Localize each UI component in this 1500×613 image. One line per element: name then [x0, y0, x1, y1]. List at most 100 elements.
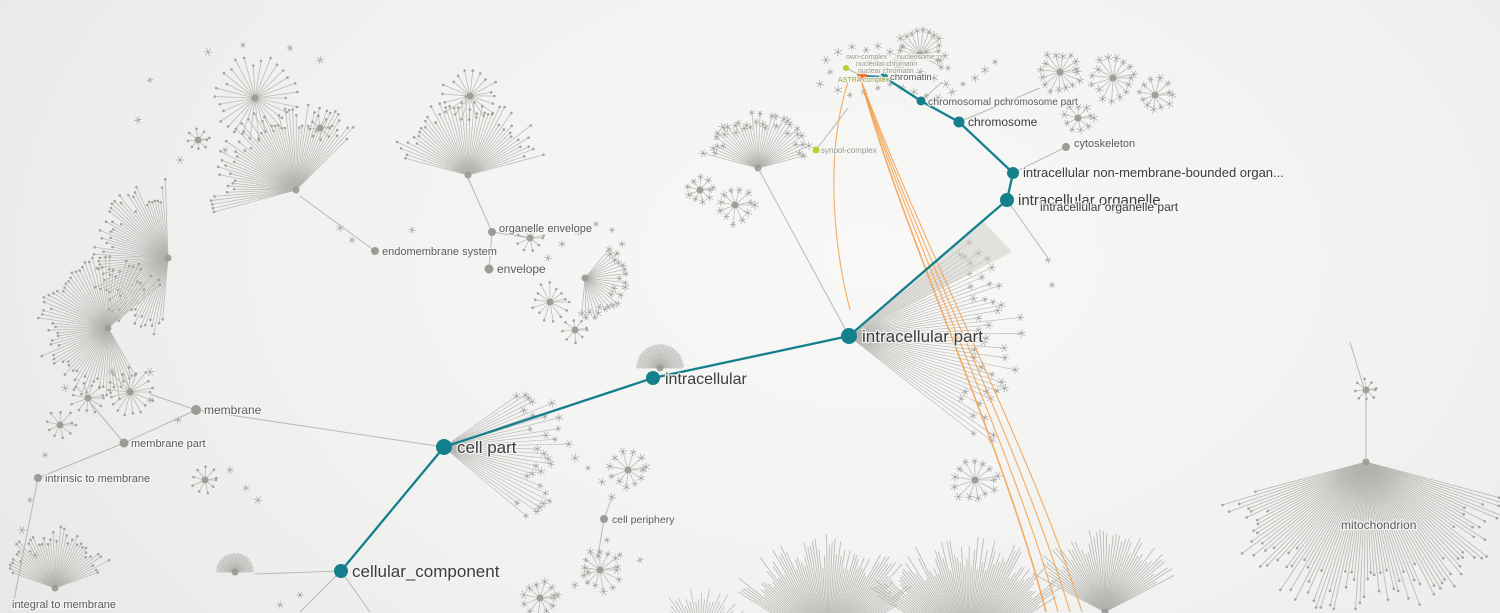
asterisk-glyph — [723, 122, 732, 132]
graph-node-organelle-envelope[interactable] — [488, 228, 496, 236]
asterisk-glyph — [203, 47, 213, 57]
graph-node-endomembrane-system[interactable] — [371, 247, 379, 255]
asterisk-glyph — [598, 477, 606, 487]
asterisk-glyph — [41, 451, 49, 459]
asterisk-glyph — [875, 84, 881, 92]
asterisk-glyph — [603, 536, 611, 544]
graph-node-intracellular[interactable] — [646, 371, 660, 385]
asterisk-glyph — [925, 28, 933, 36]
fan-hub-node[interactable] — [51, 584, 59, 592]
graph-node-envelope[interactable] — [484, 264, 494, 274]
fan-hub-node[interactable] — [231, 568, 239, 576]
asterisk-glyph — [1149, 105, 1158, 114]
asterisk-glyph — [609, 584, 617, 591]
fan-hub-node[interactable] — [104, 324, 112, 332]
fan-cluster — [636, 344, 684, 372]
fan-hub-node[interactable] — [1151, 91, 1159, 99]
fan-hub-node[interactable] — [581, 274, 589, 282]
asterisk-glyph — [253, 495, 263, 505]
asterisk-glyph — [522, 512, 529, 519]
fan-hub-node[interactable] — [194, 136, 202, 144]
asterisk-glyph — [833, 47, 843, 57]
asterisk-glyph — [637, 474, 645, 483]
asterisk-glyph — [987, 263, 997, 272]
fan-hub-node[interactable] — [292, 186, 300, 194]
fan-hub-node[interactable] — [316, 124, 324, 132]
asterisk-glyph — [982, 388, 991, 396]
asterisk-glyph — [986, 465, 993, 473]
asterisk-glyph — [743, 208, 753, 218]
fan-hub-node[interactable] — [1056, 68, 1064, 76]
asterisk-glyph — [978, 273, 986, 281]
asterisk-glyph — [970, 73, 980, 83]
graph-node-intrinsic-to-membrane[interactable] — [34, 474, 42, 482]
fan-hub-node[interactable] — [1109, 74, 1117, 82]
fan-hub-node[interactable] — [56, 421, 64, 429]
graph-node-cell-part[interactable] — [436, 439, 452, 455]
graph-node-nucleosome-highlight[interactable] — [857, 71, 867, 81]
graph-node-chromosome[interactable] — [953, 116, 965, 128]
asterisk-glyph — [574, 228, 582, 236]
graph-node-chromatin[interactable] — [880, 73, 888, 81]
fan-hub-node[interactable] — [84, 394, 92, 402]
graph-node-synpol-complex[interactable] — [812, 146, 820, 154]
asterisk-glyph — [605, 462, 614, 471]
asterisk-glyph — [593, 220, 599, 228]
fan-hub-node[interactable] — [1074, 114, 1082, 122]
fan-hub-node[interactable] — [1101, 608, 1109, 613]
asterisk-glyph — [862, 46, 870, 54]
fan-hub-node[interactable] — [624, 466, 632, 474]
asterisk-glyph — [622, 482, 631, 492]
asterisk-glyph — [146, 77, 154, 83]
asterisk-glyph — [60, 383, 70, 393]
asterisk-glyph — [982, 334, 991, 342]
fan-hub-node[interactable] — [201, 476, 209, 484]
asterisk-glyph — [528, 469, 536, 478]
asterisk-glyph — [528, 397, 536, 406]
fan-hub-node[interactable] — [656, 364, 664, 372]
fan-hub-node[interactable] — [916, 51, 924, 59]
graph-node-complex-highlight[interactable] — [843, 65, 849, 71]
node-glyphs — [18, 41, 1056, 609]
fan-hub-node[interactable] — [251, 94, 259, 102]
fan-hub-node[interactable] — [731, 201, 739, 209]
asterisk-glyph — [997, 300, 1006, 310]
asterisk-glyph — [1063, 119, 1071, 127]
asterisk-glyph — [585, 308, 594, 317]
fan-hub-node[interactable] — [466, 92, 474, 100]
asterisk-glyph — [969, 294, 978, 303]
graph-node-cellular-component[interactable] — [334, 564, 348, 578]
fan-hub-node[interactable] — [696, 186, 704, 194]
asterisk-glyph — [577, 309, 587, 318]
graph-node-intracellular-part[interactable] — [841, 328, 857, 344]
fan-hub-node[interactable] — [596, 566, 604, 574]
graph-node-cytoskeleton[interactable] — [1062, 143, 1070, 151]
asterisk-glyph — [783, 129, 792, 138]
graph-node-membrane-part[interactable] — [119, 438, 129, 448]
asterisk-glyph — [731, 128, 740, 137]
fan-hub-node[interactable] — [571, 326, 579, 334]
fan-hub-node[interactable] — [164, 254, 172, 262]
asterisk-glyph — [1054, 85, 1064, 95]
graph-node-membrane[interactable] — [191, 405, 201, 415]
asterisk-glyph — [547, 398, 557, 408]
asterisk-glyph — [1087, 80, 1095, 89]
asterisk-glyph — [969, 411, 978, 420]
fan-hub-node[interactable] — [126, 388, 134, 396]
graph-node-cell-periphery[interactable] — [600, 515, 608, 523]
asterisk-glyph — [796, 149, 804, 158]
asterisk-glyph — [993, 471, 1003, 481]
graph-node-intracellular-non-membrane-bounded-organelle[interactable] — [1007, 167, 1019, 179]
graph-node-chromosomal-part[interactable] — [916, 96, 926, 106]
fan-hub-node[interactable] — [464, 171, 472, 179]
fan-hub-node[interactable] — [546, 298, 554, 306]
asterisk-glyph — [1000, 354, 1009, 362]
asterisk-glyph — [1043, 50, 1052, 59]
asterisk-glyph — [892, 62, 900, 70]
fan-hub-node[interactable] — [971, 476, 979, 484]
graph-node-intracellular-organelle[interactable] — [1000, 193, 1014, 207]
fan-hub-node[interactable] — [536, 594, 544, 602]
fan-cluster — [716, 186, 760, 228]
asterisk-glyph — [735, 186, 743, 194]
